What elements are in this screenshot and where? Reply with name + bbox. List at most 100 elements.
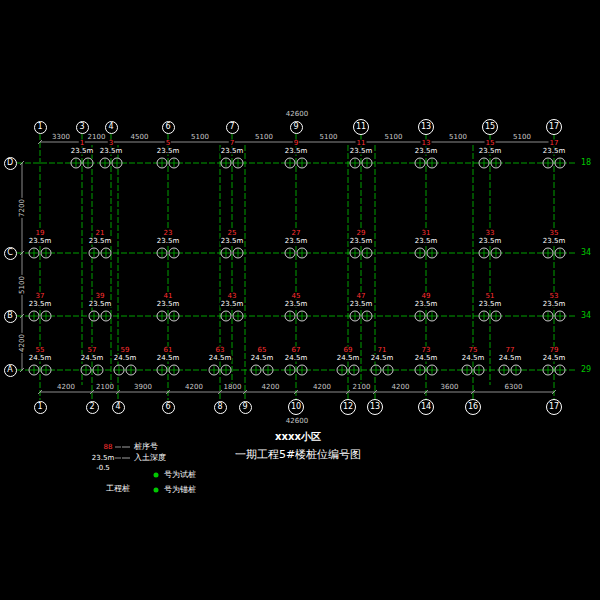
dimension-text: 3900 [133, 384, 153, 391]
pile-symbol [101, 311, 111, 321]
axis-line [473, 145, 474, 400]
axis-line [245, 145, 246, 400]
axis-label: 4 [115, 403, 120, 411]
dimension-text: 4200 [261, 384, 281, 391]
dimension-text: 2100 [95, 384, 115, 391]
pile-count: 34 [580, 249, 592, 257]
pile-symbol [169, 311, 179, 321]
pile-symbol [29, 248, 39, 258]
pile-depth: 23.5m [88, 238, 112, 245]
axis-bubble: 4 [105, 121, 118, 134]
pile-symbol [543, 365, 553, 375]
pile-depth: 24.5m [498, 355, 522, 362]
pile-depth: 24.5m [461, 355, 485, 362]
pile-number: 57 [87, 347, 98, 354]
axis-bubble: B [4, 310, 17, 323]
pile-number: 11 [356, 140, 367, 147]
axis-label: 12 [343, 403, 353, 411]
pile-depth: 23.5m [478, 301, 502, 308]
pile-depth: 23.5m [542, 301, 566, 308]
pile-number: 51 [485, 293, 496, 300]
pile-symbol [29, 311, 39, 321]
dimension-line [38, 390, 556, 394]
pile-number: 53 [549, 293, 560, 300]
pile-depth: 23.5m [284, 301, 308, 308]
axis-label: 13 [370, 403, 380, 411]
pile-number: 71 [377, 347, 388, 354]
axis-bubble: 3 [76, 121, 89, 134]
drawing-title: xxxx小区 [275, 432, 321, 442]
pile-number: 41 [163, 293, 174, 300]
pile-depth: 24.5m [336, 355, 360, 362]
pile-number: 61 [163, 347, 174, 354]
pile-symbol [415, 365, 425, 375]
axis-label: 14 [421, 403, 431, 411]
pile-number: 23 [163, 230, 174, 237]
axis-bubble: 1 [34, 401, 47, 414]
pile-number: 79 [549, 347, 560, 354]
dimension-text: 4200 [184, 384, 204, 391]
legend-text: 号为锚桩 [164, 486, 196, 494]
axis-label: 17 [549, 403, 559, 411]
axis-label: D [7, 159, 13, 167]
axis-bubble: 15 [482, 119, 498, 135]
axis-bubble: 17 [546, 119, 562, 135]
pile-symbol [427, 248, 437, 258]
pile-symbol [415, 158, 425, 168]
pile-symbol [157, 248, 167, 258]
pile-number: 21 [95, 230, 106, 237]
pile-number: 73 [421, 347, 432, 354]
pile-number: 29 [356, 230, 367, 237]
axis-label: 6 [165, 123, 170, 131]
pile-number: 31 [421, 230, 432, 237]
pile-symbol [427, 365, 437, 375]
axis-line [92, 145, 93, 400]
dimension-text: 4200 [391, 384, 411, 391]
legend-note: 工程桩 [105, 485, 131, 493]
axis-label: C [7, 249, 13, 257]
axis-bubble: 17 [546, 399, 562, 415]
pile-symbol [221, 365, 231, 375]
pile-symbol [93, 365, 103, 375]
pile-depth: 23.5m [478, 148, 502, 155]
pile-depth: 23.5m [88, 301, 112, 308]
axis-line [490, 134, 491, 385]
legend-item: 入土深度 [122, 454, 166, 462]
pile-depth: 23.5m [414, 238, 438, 245]
pile-symbol [263, 365, 273, 375]
pile-symbol [89, 311, 99, 321]
pile-number: 39 [95, 293, 106, 300]
pile-symbol [474, 365, 484, 375]
axis-label: B [7, 312, 13, 320]
pile-depth: 24.5m [208, 355, 232, 362]
pile-symbol [350, 158, 360, 168]
axis-bubble: C [4, 247, 17, 260]
pile-symbol [169, 365, 179, 375]
axis-label: 10 [291, 403, 301, 411]
dimension-text: 4200 [19, 333, 26, 353]
dimension-text: 5100 [319, 134, 339, 141]
pile-symbol [462, 365, 472, 375]
pile-depth: 24.5m [250, 355, 274, 362]
legend-sample [122, 454, 132, 462]
axis-bubble: 13 [418, 119, 434, 135]
pile-symbol [555, 248, 565, 258]
pile-number: 45 [291, 293, 302, 300]
pile-depth: 23.5m [220, 148, 244, 155]
axis-bubble: 6 [162, 121, 175, 134]
dimension-text: 2100 [352, 384, 372, 391]
pile-symbol [297, 248, 307, 258]
pile-number: 59 [120, 347, 131, 354]
pile-symbol [350, 311, 360, 321]
dimension-text: 4200 [312, 384, 332, 391]
axis-bubble: 2 [86, 401, 99, 414]
dimension-text: 5100 [448, 134, 468, 141]
pile-symbol [157, 365, 167, 375]
pile-depth: 23.5m [542, 238, 566, 245]
pile-depth: 23.5m [349, 148, 373, 155]
pile-symbol [415, 311, 425, 321]
pile-symbol [29, 365, 39, 375]
pile-symbol [233, 158, 243, 168]
pile-symbol [112, 158, 122, 168]
pile-symbol [285, 365, 295, 375]
